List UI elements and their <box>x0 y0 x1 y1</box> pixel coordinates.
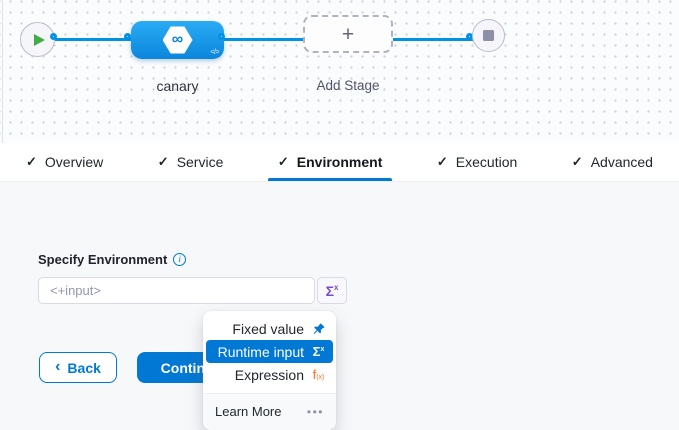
dropdown-footer: Learn More ••• <box>203 393 336 430</box>
deploy-hexagon-icon: ∞ <box>162 26 193 54</box>
environment-panel: Specify Environment i Σx ‹ Back Continue… <box>0 182 679 430</box>
back-button[interactable]: ‹ Back <box>39 352 117 383</box>
pipeline-canvas[interactable]: ∞ </> + canary Add Stage <box>0 0 679 143</box>
connector-port <box>466 33 473 40</box>
tab-execution[interactable]: ✓ Execution <box>437 143 517 181</box>
connector-port <box>218 33 225 40</box>
tab-overview[interactable]: ✓ Overview <box>26 143 103 181</box>
specify-environment-label: Specify Environment <box>38 252 168 267</box>
tab-service[interactable]: ✓ Service <box>158 143 224 181</box>
tab-advanced[interactable]: ✓ Advanced <box>572 143 653 181</box>
check-icon: ✓ <box>277 154 289 169</box>
connector-port <box>50 33 57 40</box>
check-icon: ✓ <box>157 154 169 169</box>
stage-node-canary[interactable]: ∞ </> <box>131 21 224 59</box>
tab-environment[interactable]: ✓ Environment <box>267 143 393 181</box>
connector-port <box>124 33 131 40</box>
learn-more-link[interactable]: Learn More <box>215 404 282 419</box>
play-icon <box>33 33 45 46</box>
menu-item-label: Runtime input <box>217 343 304 360</box>
menu-item-expression[interactable]: Expression f(x) <box>206 363 333 386</box>
add-stage-node[interactable]: + <box>303 15 393 53</box>
pipeline-connector-line <box>38 38 490 41</box>
stage-tabbar: ✓ Overview ✓ Service ✓ Environment ✓ Exe… <box>0 143 679 182</box>
tab-label: Overview <box>44 154 104 170</box>
plus-icon: + <box>341 22 355 46</box>
pipeline-start-node[interactable] <box>20 22 55 57</box>
fx-icon: f(x) <box>312 367 325 382</box>
more-options-icon[interactable]: ••• <box>306 404 324 419</box>
pin-icon <box>311 322 326 336</box>
code-icon: </> <box>210 49 219 56</box>
sigma-icon: Σ <box>325 282 334 299</box>
stage-name-label: canary <box>156 78 199 94</box>
menu-item-label: Fixed value <box>232 320 304 337</box>
check-icon: ✓ <box>571 154 583 169</box>
add-stage-label: Add Stage <box>316 78 380 93</box>
pipeline-end-node[interactable] <box>472 19 505 52</box>
canvas-left-edge <box>2 0 3 143</box>
tab-label: Execution <box>455 154 518 170</box>
chevron-left-icon: ‹ <box>55 357 61 375</box>
menu-item-fixed-value[interactable]: Fixed value <box>206 317 333 340</box>
tab-label: Service <box>176 154 224 170</box>
check-icon: ✓ <box>436 154 448 169</box>
check-icon: ✓ <box>26 154 37 169</box>
back-button-label: Back <box>67 359 101 376</box>
tab-label: Environment <box>296 154 383 170</box>
menu-item-label: Expression <box>234 366 304 383</box>
info-icon[interactable]: i <box>173 253 187 266</box>
stop-icon <box>483 30 494 41</box>
tab-label: Advanced <box>590 154 653 170</box>
specify-environment-label-row: Specify Environment i <box>38 252 187 267</box>
infinity-icon: ∞ <box>171 31 184 48</box>
environment-input[interactable] <box>38 277 315 304</box>
